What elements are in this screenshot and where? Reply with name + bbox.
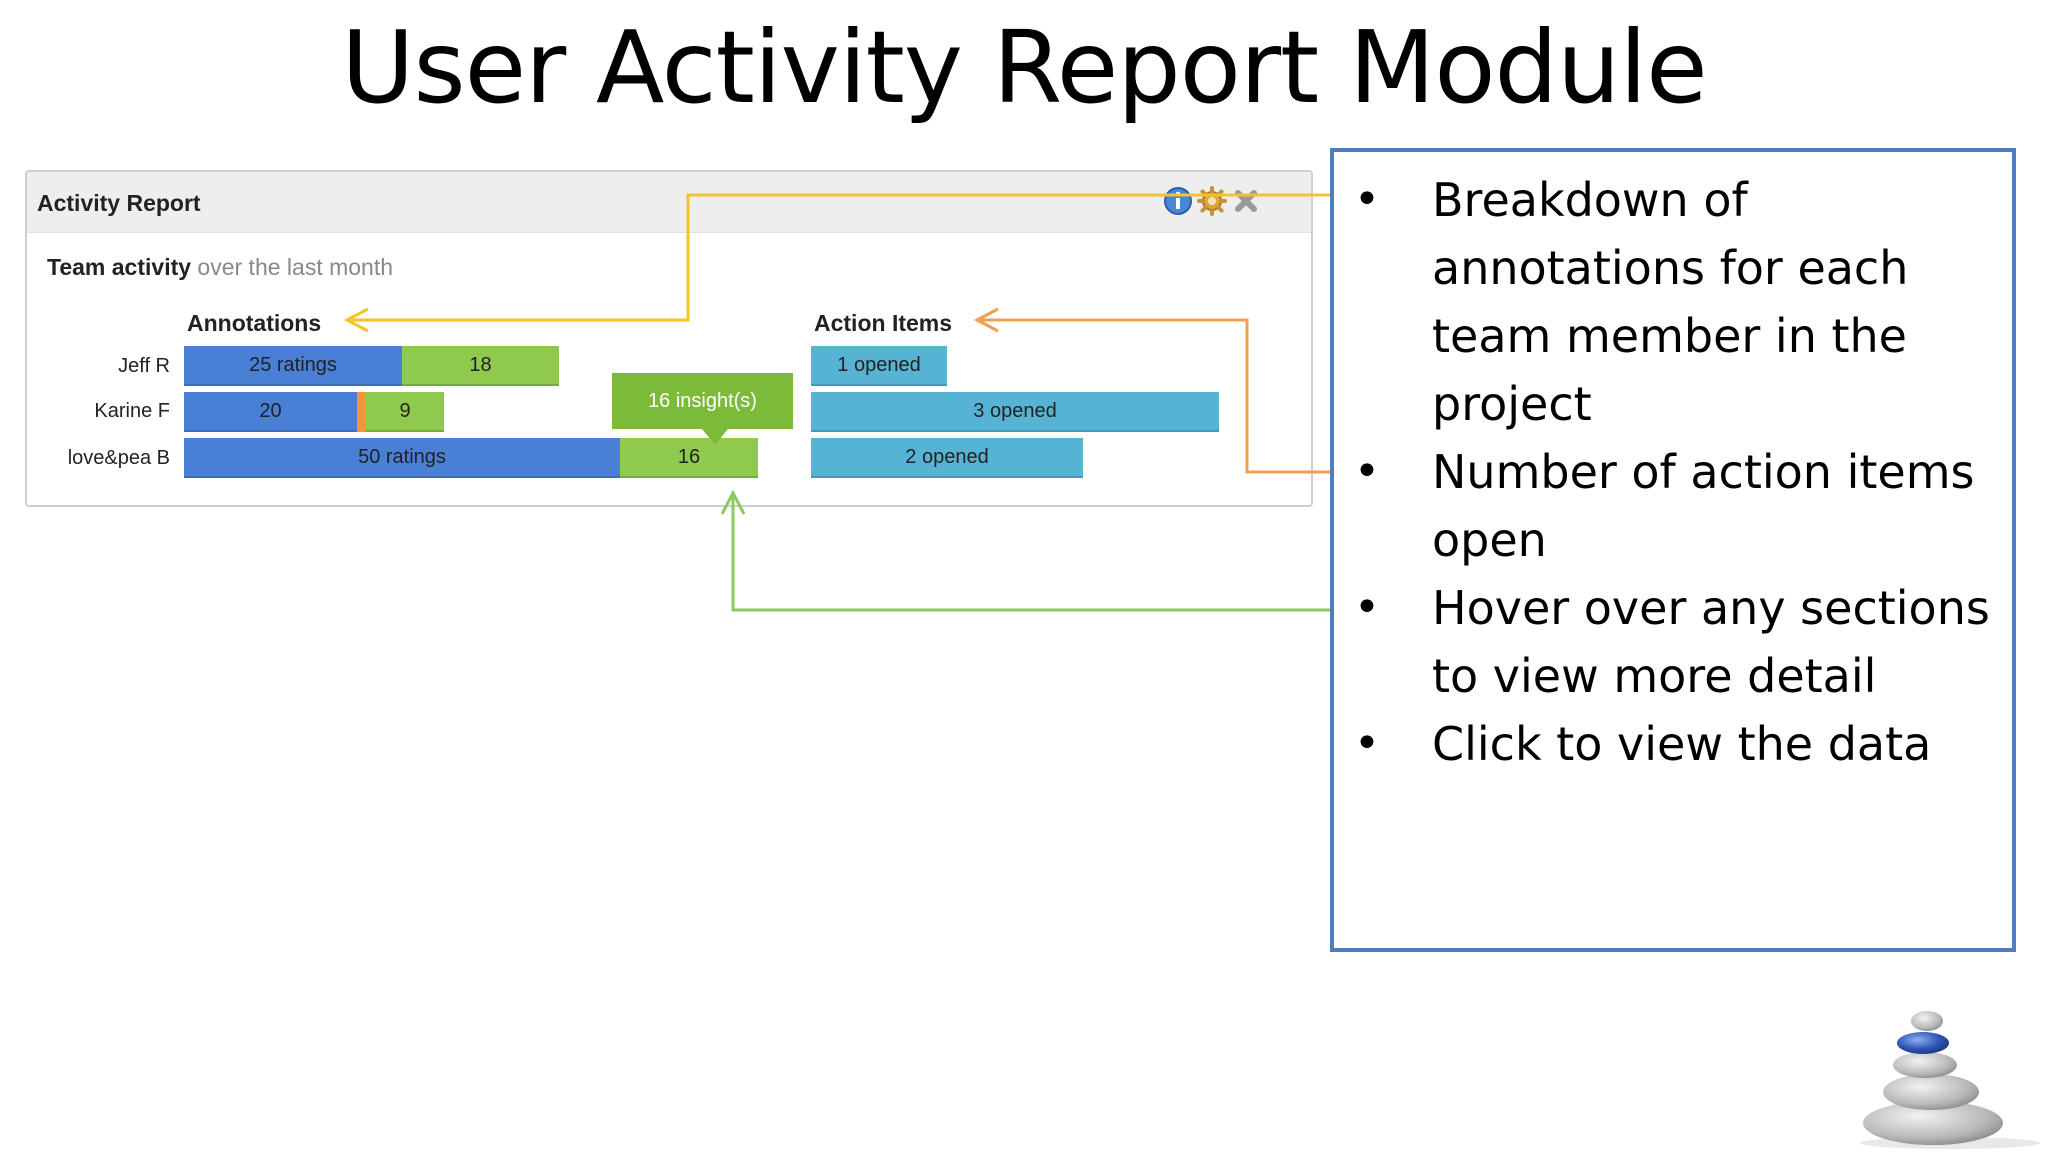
row-name-karine-f: Karine F [94, 400, 170, 422]
bullet-text: Click to view the data [1432, 717, 1932, 771]
bullet-hover: • Hover over any sections to view more d… [1334, 574, 2012, 710]
action-items-bar-love-pea-b[interactable]: 2 opened [811, 438, 1083, 478]
bullet-dot: • [1354, 174, 1380, 225]
bullet-dot: • [1354, 582, 1380, 633]
arrow-hover [720, 489, 1330, 612]
bullet-dot: • [1354, 446, 1380, 497]
insight-tooltip: 16 insight(s) [612, 373, 793, 429]
action-items-label-jeff-r: 1 opened [837, 353, 921, 376]
widget-header: Activity Report [27, 172, 1311, 233]
ratings-label-love-pea-b: 50 ratings [358, 445, 446, 468]
bullet-text: Number of action items open [1432, 445, 1975, 567]
insights-label-love-pea-b: 16 [677, 445, 701, 468]
bullet-text: Breakdown of annotations for each team m… [1432, 173, 1909, 431]
close-icon[interactable] [1231, 186, 1261, 216]
row-name-love-pea-b: love&pea B [67, 447, 170, 469]
action-items-bar-karine-f[interactable]: 3 opened [811, 392, 1219, 432]
row-name-jeff-r: Jeff R [118, 355, 170, 377]
bullet-breakdown: • Breakdown of annotations for each team… [1334, 166, 2012, 438]
insights-bar-karine-f[interactable]: 9 [366, 392, 444, 432]
ratings-bar-karine-f[interactable]: 20 [184, 392, 357, 432]
widget-subtitle: Team activity over the last month [47, 254, 393, 281]
slide-title: User Activity Report Module [341, 9, 1707, 126]
bullet-dot: • [1354, 718, 1380, 769]
info-icon[interactable] [1163, 186, 1193, 216]
ratings-label-karine-f: 20 [259, 399, 282, 422]
action-items-label-karine-f: 3 opened [973, 399, 1057, 422]
gear-icon[interactable] [1197, 186, 1227, 216]
ratings-bar-love-pea-b[interactable]: 50 ratings [184, 438, 620, 478]
ratings-label-jeff-r: 25 ratings [249, 353, 337, 376]
bullet-click: • Click to view the data [1334, 710, 2012, 778]
activity-report-widget: Activity Report Team activity over the l… [25, 170, 1313, 507]
ratings-bar-jeff-r[interactable]: 25 ratings [184, 346, 402, 386]
insights-bar-jeff-r[interactable]: 18 [402, 346, 559, 386]
subtitle-rest: over the last month [191, 254, 394, 280]
action-items-label: Action Items [814, 310, 953, 336]
widget-title: Activity Report [37, 190, 201, 216]
bullet-action-items: • Number of action items open [1334, 438, 2012, 574]
insights-label-jeff-r: 18 [469, 353, 492, 376]
insights-bar-love-pea-b[interactable]: 16 [620, 438, 758, 478]
feature-bullet-list: • Breakdown of annotations for each team… [1334, 166, 2012, 778]
insights-label-karine-f: 9 [399, 399, 411, 422]
action-items-bar-jeff-r[interactable]: 1 opened [811, 346, 947, 386]
feature-description-box: • Breakdown of annotations for each team… [1330, 148, 2016, 952]
action-items-label-love-pea-b: 2 opened [905, 445, 989, 468]
bullet-text: Hover over any sections to view more det… [1432, 581, 1990, 703]
stacked-stones-logo [1860, 1011, 2040, 1149]
subtitle-strong: Team activity [47, 254, 192, 280]
tooltip-pointer [702, 429, 728, 445]
orange-segment-karine-f[interactable] [357, 392, 366, 432]
annotations-label: Annotations [187, 310, 322, 336]
